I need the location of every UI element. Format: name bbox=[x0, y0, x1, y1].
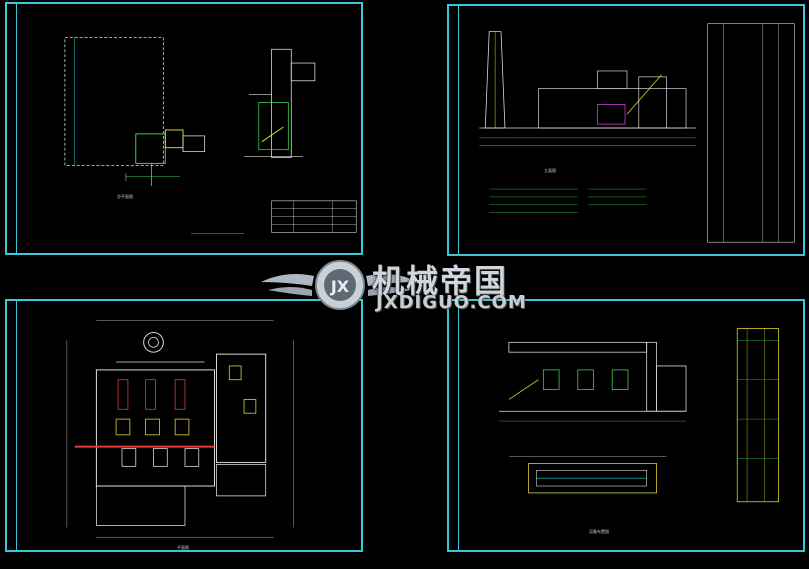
elevation-drawing bbox=[479, 23, 795, 243]
sheet-margin bbox=[7, 4, 17, 253]
logo-letters: JX bbox=[330, 277, 350, 296]
equipment-caption: 设备布置图 bbox=[589, 529, 609, 534]
sheet-margin bbox=[449, 301, 459, 550]
sheet-margin bbox=[7, 301, 17, 550]
watermark-brand: 机械帝国 bbox=[372, 262, 509, 300]
equipment-drawing bbox=[499, 328, 779, 503]
drawing-sheet-equipment[interactable]: 设备布置图 bbox=[447, 299, 805, 552]
drawing-sheet-site-plan[interactable]: 总平面图 bbox=[5, 2, 363, 255]
drawing-sheet-floor-plan[interactable]: 平面图 bbox=[5, 299, 363, 552]
sheet-margin bbox=[449, 6, 459, 254]
elevation-caption: 立面图 bbox=[544, 168, 556, 173]
watermark-logo-icon: JX bbox=[261, 260, 418, 310]
drawing-sheet-elevation[interactable]: 立面图 bbox=[447, 4, 805, 256]
floor-plan-caption: 平面图 bbox=[177, 545, 189, 550]
watermark-url: JXDIGUO.COM bbox=[376, 292, 527, 313]
floor-plan-drawing bbox=[66, 320, 294, 538]
site-plan-drawing bbox=[64, 37, 357, 234]
site-plan-caption: 总平面图 bbox=[117, 194, 133, 199]
